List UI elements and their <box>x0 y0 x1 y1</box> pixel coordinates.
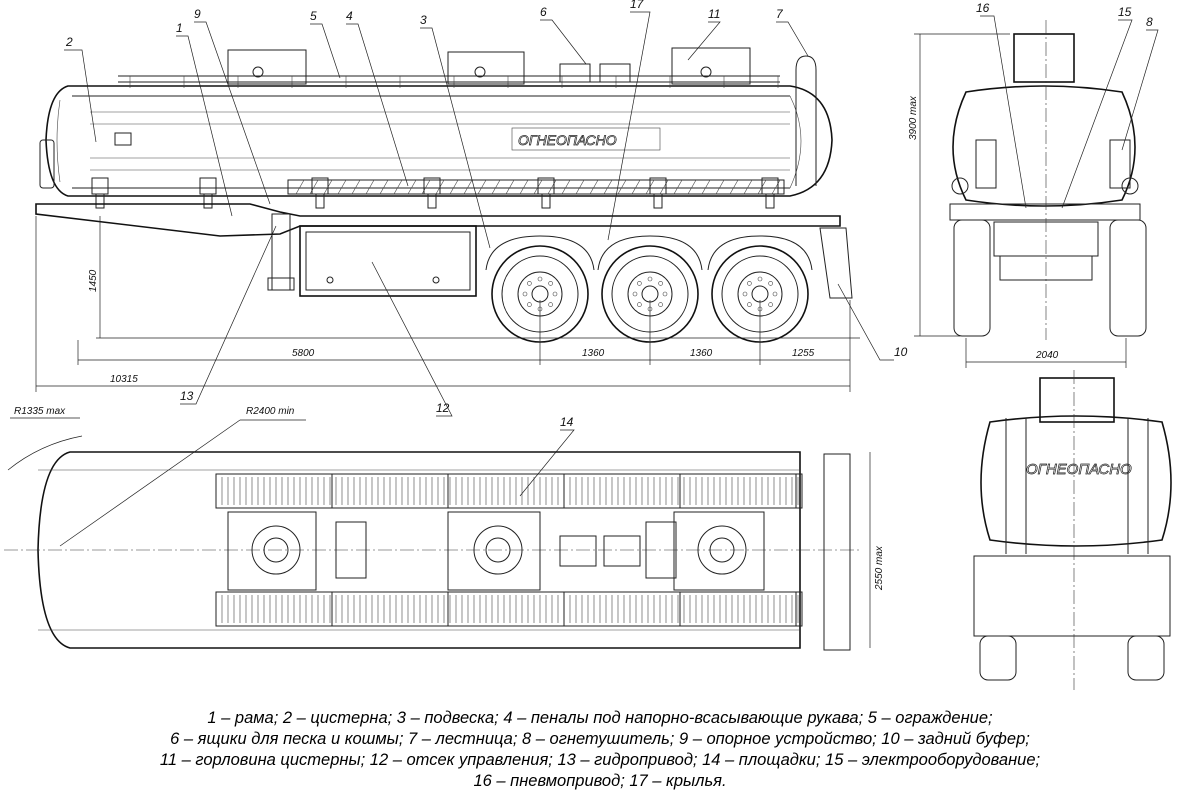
side-view: ОГНЕОПАСНО <box>35 47 853 343</box>
dim-1360-b: 1360 <box>690 348 713 359</box>
legend-line-2: 6 – ящики для песка и кошмы; 7 – лестниц… <box>170 730 1030 748</box>
callout-13: 13 <box>180 389 194 403</box>
legend-line-3: 11 – горловина цистерны; 12 – отсек упра… <box>159 751 1041 769</box>
side-dimensions: 5800 1360 1360 1255 10315 1450 <box>35 216 860 392</box>
callout-4: 4 <box>346 9 353 23</box>
rear-view: ОГНЕОПАСНО <box>973 370 1172 690</box>
dim-1450: 1450 <box>88 269 99 292</box>
legend-line-4: 16 – пневмопривод; 17 – крылья. <box>473 772 727 790</box>
front-dimensions: 3900 max 2040 <box>908 33 1127 368</box>
dim-5800: 5800 <box>292 348 315 359</box>
tank-marking-side: ОГНЕОПАСНО <box>518 132 617 148</box>
callout-17: 17 <box>630 0 645 11</box>
callout-15: 15 <box>1118 5 1132 19</box>
top-view: 2550 max R1335 max R2400 min <box>4 406 885 651</box>
callout-5: 5 <box>310 9 317 23</box>
callouts: 2 1 9 5 4 3 6 17 11 7 16 15 8 10 13 12 1… <box>64 0 1159 497</box>
callout-12: 12 <box>436 401 450 415</box>
callout-8: 8 <box>1146 15 1153 29</box>
front-view <box>949 20 1147 340</box>
callout-10: 10 <box>894 345 908 359</box>
dim-10315: 10315 <box>110 374 138 385</box>
dim-2040: 2040 <box>1035 350 1059 361</box>
callout-2: 2 <box>65 35 73 49</box>
dim-r2400: R2400 min <box>246 406 295 417</box>
callout-3: 3 <box>420 13 427 27</box>
legend-line-1: 1 – рама; 2 – цистерна; 3 – подвеска; 4 … <box>207 709 993 727</box>
callout-14: 14 <box>560 415 574 429</box>
callout-6: 6 <box>540 5 547 19</box>
legend: 1 – рама; 2 – цистерна; 3 – подвеска; 4 … <box>0 708 1200 792</box>
dim-r1335: R1335 max <box>14 406 66 417</box>
dim-2550: 2550 max <box>874 545 885 591</box>
dim-3900: 3900 max <box>908 95 919 140</box>
tank-marking-rear: ОГНЕОПАСНО <box>1026 461 1132 478</box>
callout-16: 16 <box>976 1 990 15</box>
dim-1360-a: 1360 <box>582 348 605 359</box>
dim-1255: 1255 <box>792 348 815 359</box>
technical-drawing: ОГНЕОПАСНО 5800 1360 <box>4 0 1172 690</box>
callout-1: 1 <box>176 21 183 35</box>
callout-11: 11 <box>708 7 720 21</box>
callout-7: 7 <box>776 7 784 21</box>
callout-9: 9 <box>194 7 201 21</box>
